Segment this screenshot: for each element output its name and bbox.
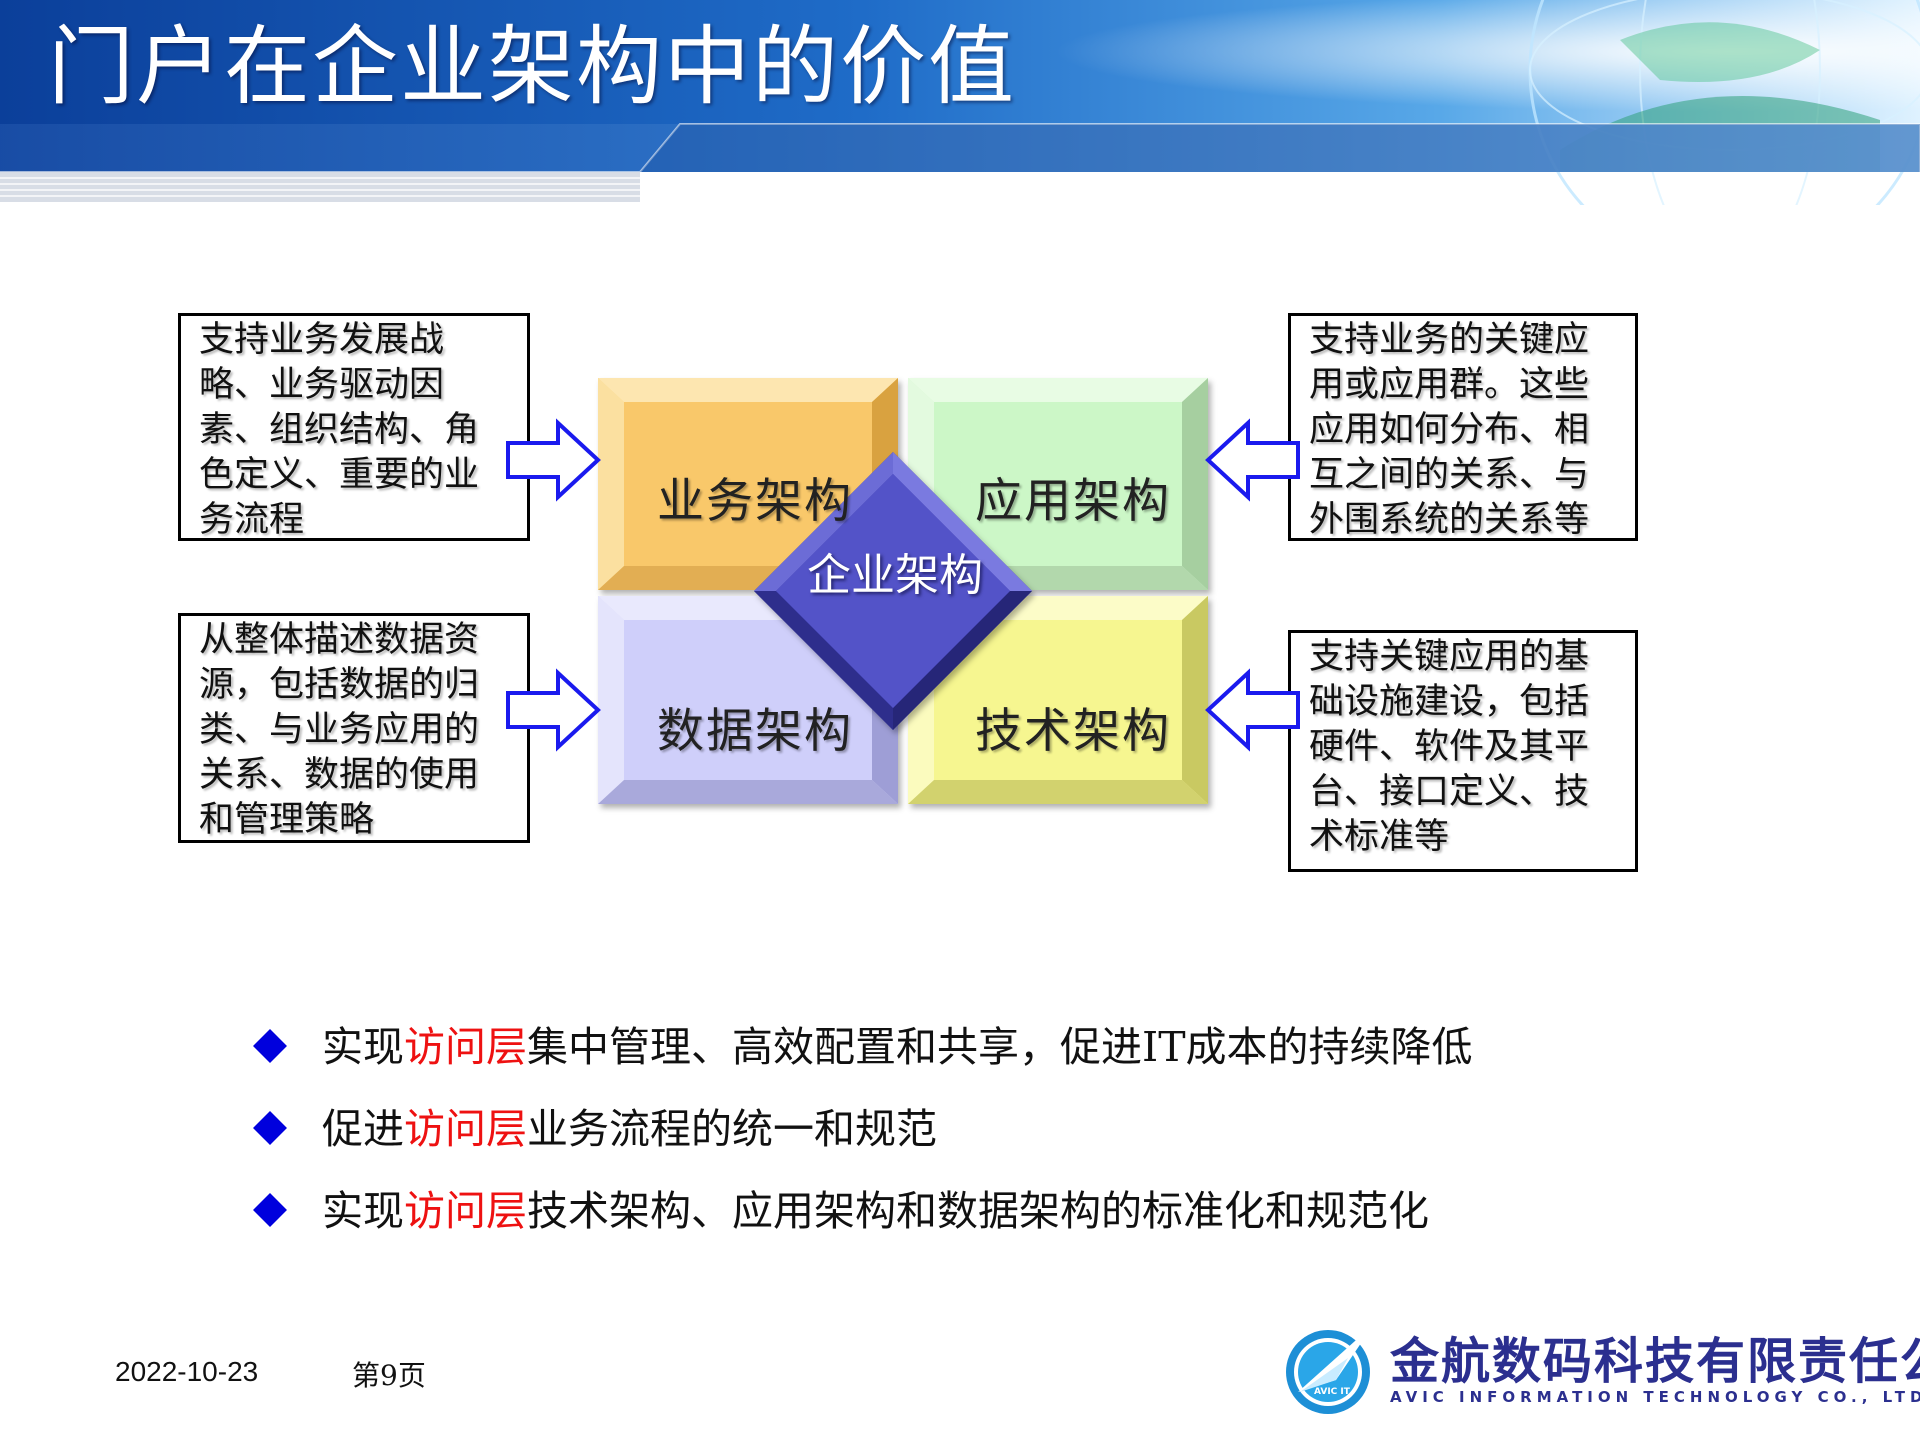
bullet-highlight: 访问层 [404, 1105, 527, 1153]
bullet-text-suffix: 业务流程的统一和规范 [527, 1105, 937, 1153]
technology-architecture-label: 技术架构 [975, 704, 1171, 759]
bullet-text-suffix: 技术架构、应用架构和数据架构的标准化和规范化 [527, 1187, 1429, 1235]
business-architecture-label: 业务架构 [657, 474, 853, 529]
header-banner: 门户在企业架构中的价值 [0, 0, 1920, 272]
business-architecture-block [598, 378, 898, 590]
bullet-text-prefix: 促进 [322, 1105, 404, 1153]
arrow-right-icon [506, 668, 601, 752]
data-architecture-description: 从整体描述数据资源，包括数据的归类、与业务应用的关系、数据的使用和管理策略 [178, 613, 530, 843]
bullet-diamond-icon [253, 1193, 287, 1227]
avic-logo-mark-icon: AVIC IT [1286, 1324, 1374, 1414]
application-architecture-description: 支持业务的关键应用或应用群。这些应用如何分布、相互之间的关系、与外围系统的关系等 [1288, 313, 1638, 541]
arrow-left-icon [1205, 418, 1300, 502]
footer-date: 2022-10-23 [115, 1356, 259, 1387]
bullet-diamond-icon [253, 1029, 287, 1063]
list-item: 实现访问层技术架构、应用架构和数据架构的标准化和规范化 [250, 1176, 1750, 1258]
application-architecture-block [908, 378, 1208, 590]
enterprise-architecture-label: 企业架构 [807, 550, 983, 601]
bullet-text-suffix: 集中管理、高效配置和共享，促进IT成本的持续降低 [527, 1023, 1473, 1071]
logo-mark-text: AVIC IT [1314, 1387, 1351, 1397]
banner-background [0, 0, 1920, 272]
bullet-text-prefix: 实现 [322, 1023, 404, 1071]
business-architecture-description: 支持业务发展战略、业务驱动因素、组织结构、角色定义、重要的业务流程 [178, 313, 530, 541]
bullet-highlight: 访问层 [404, 1187, 527, 1235]
bullet-diamond-icon [253, 1111, 287, 1145]
arrow-right-icon [506, 418, 601, 502]
logo-company-name-en: AVIC INFORMATION TECHNOLOGY CO., LTD. [1390, 1388, 1920, 1406]
technology-architecture-description: 支持关键应用的基础设施建设，包括硬件、软件及其平台、接口定义、技术标准等 [1288, 630, 1638, 872]
arrow-left-icon [1205, 668, 1300, 752]
application-architecture-label: 应用架构 [975, 474, 1171, 529]
value-bullet-list: 实现访问层集中管理、高效配置和共享，促进IT成本的持续降低 促进访问层业务流程的… [250, 1012, 1750, 1258]
bullet-highlight: 访问层 [404, 1023, 527, 1071]
data-architecture-label: 数据架构 [657, 704, 853, 759]
footer-page-number: 第9页 [352, 1359, 426, 1392]
list-item: 促进访问层业务流程的统一和规范 [250, 1094, 1750, 1176]
logo-company-name-cn: 金航数码科技有限责任公司 [1390, 1333, 1920, 1390]
bullet-text-prefix: 实现 [322, 1187, 404, 1235]
company-logo: AVIC IT 金航数码科技有限责任公司 AVIC INFORMATION TE… [1278, 1318, 1920, 1418]
page-title: 门户在企业架构中的价值 [48, 17, 1016, 117]
list-item: 实现访问层集中管理、高效配置和共享，促进IT成本的持续降低 [250, 1012, 1750, 1094]
enterprise-architecture-diamond [754, 452, 1032, 730]
